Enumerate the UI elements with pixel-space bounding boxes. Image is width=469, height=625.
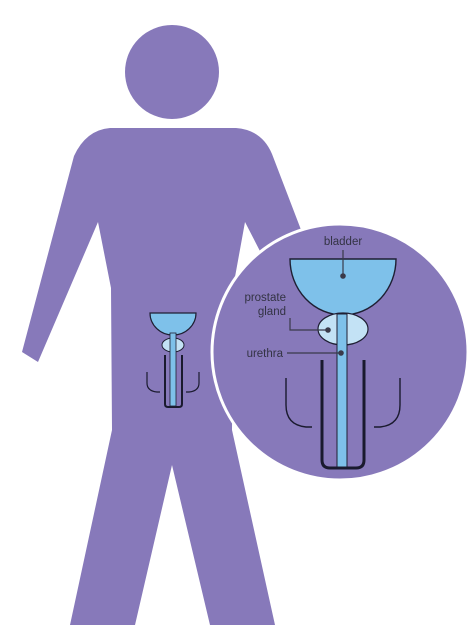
urethra-label: urethra	[247, 348, 284, 360]
urethra-leader-dot	[338, 350, 344, 356]
prostate-leader-dot	[325, 327, 331, 333]
magnifier-circle-icon: bladder prostate gland urethra	[212, 224, 468, 480]
small-urethra	[170, 333, 176, 406]
bladder-label: bladder	[324, 236, 363, 248]
prostate-label-line2: gland	[258, 306, 286, 318]
prostate-label-line1: prostate	[244, 292, 286, 304]
figure-head	[125, 25, 219, 119]
bladder-leader-dot	[340, 273, 346, 279]
urethra-shape	[337, 314, 347, 467]
